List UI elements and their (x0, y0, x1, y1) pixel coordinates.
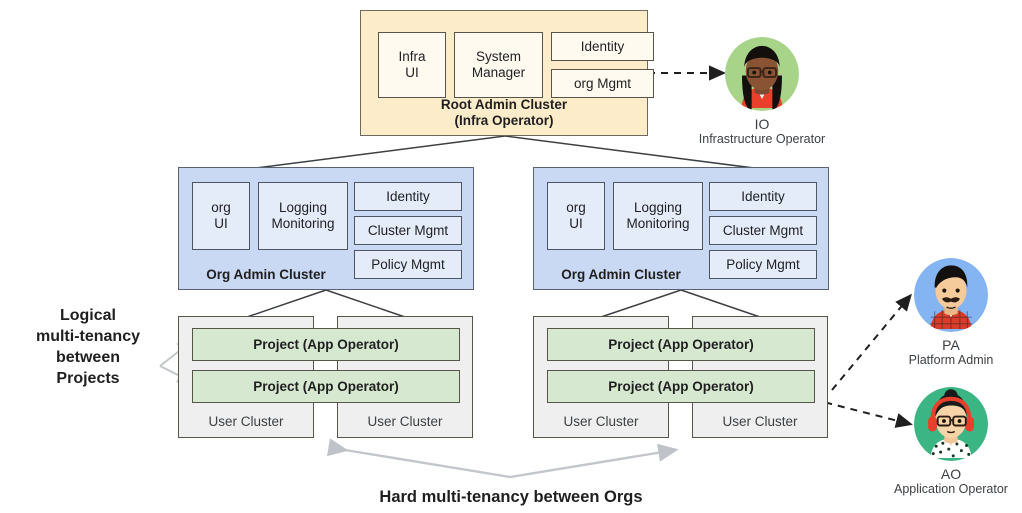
persona-role: Infrastructure Operator (698, 132, 826, 146)
org-component-policy-mgmt[interactable]: Policy Mgmt (709, 250, 817, 279)
project-label: Project (App Operator) (608, 379, 754, 394)
org-component-identity[interactable]: Identity (709, 182, 817, 211)
component-label-line1: Identity (386, 188, 430, 204)
component-label-line2: Monitoring (626, 216, 690, 231)
persona-io[interactable]: IO Infrastructure Operator (697, 37, 827, 147)
component-label-line1: Policy Mgmt (371, 256, 445, 272)
logical-note-line-1: Logical (59, 307, 116, 324)
org-admin-cluster-right[interactable]: org UI Logging Monitoring Identity Clust… (533, 167, 829, 290)
root-component-org-mgmt[interactable]: org Mgmt (551, 69, 654, 98)
hard-multitenancy-note: Hard multi-tenancy between Orgs (379, 488, 643, 506)
root-component-system-manager[interactable]: System Manager (454, 32, 543, 98)
component-label-line1: org (211, 200, 231, 215)
component-label-line1: Cluster Mgmt (722, 222, 804, 238)
persona-role: Platform Admin (908, 353, 994, 367)
man-mustache-avatar (914, 258, 988, 332)
org-admin-cluster-title: Org Admin Cluster (206, 267, 326, 282)
component-label-line2: UI (405, 65, 419, 80)
component-label-line1: Identity (580, 38, 625, 54)
root-component-infra-ui[interactable]: Infra UI (378, 32, 446, 98)
component-label-line1: org (566, 200, 586, 215)
org-component-policy-mgmt[interactable]: Policy Mgmt (354, 250, 462, 279)
root-admin-cluster[interactable]: Infra UI System Manager Identity org Mgm… (360, 10, 654, 136)
org-component-cluster-mgmt[interactable]: Cluster Mgmt (709, 216, 817, 245)
project-label: Project (App Operator) (253, 379, 399, 394)
root-admin-cluster-title: Root Admin Cluster (Infra Operator) (361, 97, 647, 129)
logical-note-line-3: between (55, 349, 120, 366)
root-title-line1: Root Admin Cluster (440, 97, 568, 112)
component-label-line2: UI (569, 216, 583, 231)
component-label-line1: Logging (278, 200, 328, 215)
persona-pa[interactable]: PA Platform Admin (886, 258, 1016, 368)
component-label-line2: Monitoring (271, 216, 335, 231)
component-label-line2: UI (214, 216, 228, 231)
org-component-logging-monitoring[interactable]: Logging Monitoring (258, 182, 348, 250)
component-label-line1: System (475, 49, 521, 64)
project-left-2[interactable]: Project (App Operator) (192, 370, 460, 403)
woman-glasses-avatar (725, 37, 799, 111)
org-component-org-ui[interactable]: org UI (547, 182, 605, 250)
org-admin-cluster-title: Org Admin Cluster (561, 267, 681, 282)
component-label-line2: Manager (471, 65, 526, 80)
logical-note-line-4: Projects (56, 370, 120, 387)
org-component-logging-monitoring[interactable]: Logging Monitoring (613, 182, 703, 250)
project-label: Project (App Operator) (253, 337, 399, 352)
woman-headphones-avatar (914, 387, 988, 461)
component-label-line1: Policy Mgmt (726, 256, 800, 272)
persona-abbr: AO (940, 466, 962, 482)
project-right-1[interactable]: Project (App Operator) (547, 328, 815, 361)
logical-note-line-2: multi-tenancy (35, 328, 140, 345)
root-title-line2: (Infra Operator) (454, 113, 554, 128)
user-cluster-label: User Cluster (563, 414, 639, 429)
project-left-1[interactable]: Project (App Operator) (192, 328, 460, 361)
org-admin-cluster-left[interactable]: org UI Logging Monitoring Identity Clust… (178, 167, 474, 290)
component-label-line1: Identity (741, 188, 785, 204)
root-component-identity[interactable]: Identity (551, 32, 654, 61)
persona-ao[interactable]: AO Application Operator (886, 387, 1016, 497)
project-label: Project (App Operator) (608, 337, 754, 352)
user-cluster-label: User Cluster (722, 414, 798, 429)
component-label-line1: Infra (398, 49, 426, 64)
persona-role: Application Operator (894, 482, 1008, 496)
persona-abbr: IO (754, 116, 770, 132)
component-label-line1: org Mgmt (573, 75, 631, 91)
project-right-2[interactable]: Project (App Operator) (547, 370, 815, 403)
component-label-line1: Logging (633, 200, 683, 215)
user-cluster-label: User Cluster (208, 414, 284, 429)
org-component-cluster-mgmt[interactable]: Cluster Mgmt (354, 216, 462, 245)
logical-multitenancy-note: Logical multi-tenancy between Projects (14, 305, 162, 389)
persona-abbr: PA (942, 337, 960, 353)
org-component-identity[interactable]: Identity (354, 182, 462, 211)
user-cluster-label: User Cluster (367, 414, 443, 429)
org-component-org-ui[interactable]: org UI (192, 182, 250, 250)
component-label-line1: Cluster Mgmt (367, 222, 449, 238)
